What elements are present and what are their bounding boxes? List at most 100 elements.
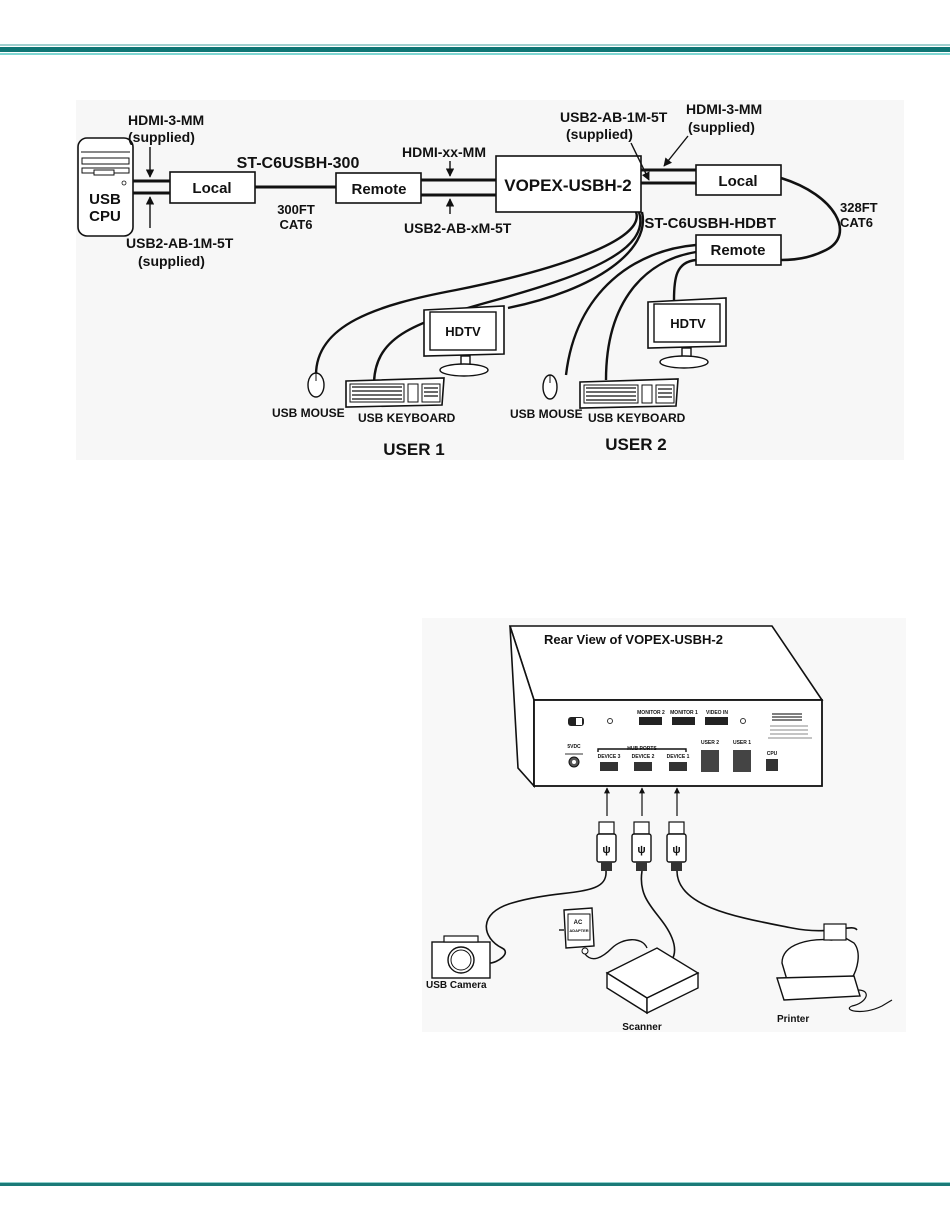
svg-text:ψ: ψ	[672, 844, 680, 856]
vopex-usbh-2-label: VOPEX-USBH-2	[504, 176, 632, 195]
remote-unit-2	[695, 234, 782, 266]
cpu-port-label: CPU	[767, 751, 778, 757]
user1-mouse-label: USB MOUSE	[272, 406, 345, 420]
manufacturer-logo	[768, 713, 812, 739]
hdmi-port-monitor1	[672, 717, 695, 725]
user2-hdtv-label: HDTV	[670, 316, 706, 331]
hdmi-right-label: HDMI-3-MM	[686, 101, 762, 117]
extender-2-model: ST-C6USBH-HDBT	[644, 215, 776, 232]
header-rule-line	[0, 44, 950, 46]
dc-power-jack-icon	[565, 753, 583, 768]
svg-text:ψ: ψ	[602, 844, 610, 856]
user2-mouse-cable	[564, 243, 697, 376]
hub-ports-label: HUB PORTS	[627, 746, 657, 752]
usb-left-sublabel: (supplied)	[138, 253, 205, 269]
usb-port-user2	[701, 750, 719, 772]
usb-cpu-icon	[77, 137, 134, 237]
hdtv-icon	[647, 297, 727, 369]
scanner-icon	[605, 947, 700, 1015]
user1-hdtv-cable	[507, 211, 645, 310]
hdmi-mid-label: HDMI-xx-MM	[402, 144, 486, 160]
hdmi-left-sublabel: (supplied)	[128, 129, 195, 145]
local-unit-1	[169, 171, 256, 204]
keyboard-icon	[345, 377, 445, 408]
mouse-icon	[307, 372, 325, 398]
cat6-cable-curved	[780, 176, 842, 262]
remote-unit-1-label: Remote	[351, 181, 406, 198]
footer-rule-line	[0, 1182, 950, 1183]
two-user-connection-diagram: USB CPU HDMI-3-MM (supplied) USB2-AB-1M-…	[76, 100, 904, 460]
power-switch-icon	[568, 717, 584, 726]
device2-port-label: DEVICE 2	[632, 754, 655, 760]
camera-cable	[485, 870, 607, 964]
usb-b-port-cpu	[766, 759, 778, 771]
hdmi-port-monitor2	[639, 717, 662, 725]
user1-keyboard-cable	[372, 211, 642, 383]
user2-title: USER 2	[605, 435, 666, 454]
keyboard-icon	[579, 378, 679, 409]
printer-icon	[776, 923, 861, 1001]
connection-diagram-svg: USB CPU HDMI-3-MM (supplied) USB2-AB-1M-…	[77, 101, 878, 459]
user1-title: USER 1	[383, 440, 444, 459]
usb-mid-label: USB2-AB-xM-5T	[404, 220, 512, 236]
usb-plug-icon: ψ	[666, 821, 687, 871]
user1-keyboard-label: USB KEYBOARD	[358, 411, 456, 425]
rear-view-title: Rear View of VOPEX-USBH-2	[544, 632, 723, 647]
usb-plug-icon: ψ	[596, 821, 617, 871]
printer-label: Printer	[777, 1014, 809, 1025]
usb-left-label: USB2-AB-1M-5T	[126, 235, 234, 251]
user1-mouse-cable	[314, 211, 638, 376]
cpu-label-line2: CPU	[89, 208, 121, 225]
usb-port-device1	[669, 762, 687, 771]
hub-ports-bracket	[597, 748, 687, 752]
local-unit-2	[695, 164, 782, 196]
arrow-icon	[630, 142, 650, 181]
monitor1-port-label: MONITOR 1	[670, 710, 698, 716]
mouse-icon	[542, 374, 558, 400]
cpu-label-line1: USB	[89, 191, 121, 208]
usb-plug-icon: ψ	[631, 821, 652, 871]
remote-unit-2-label: Remote	[710, 242, 765, 259]
printer-power-cord	[848, 989, 893, 1013]
cable-2-length: 328FT	[840, 200, 878, 215]
led-indicator	[607, 718, 613, 724]
camera-label: USB Camera	[426, 980, 487, 991]
cable-1-length: 300FT	[277, 202, 315, 217]
led-indicator	[740, 718, 746, 724]
scanner-label: Scanner	[622, 1022, 662, 1032]
hdmi-right-sublabel: (supplied)	[688, 119, 755, 135]
arrow-icon	[663, 135, 689, 167]
adapter-cable	[584, 939, 648, 960]
user1-port-label: USER 1	[733, 740, 751, 746]
rear-view-svg: Rear View of VOPEX-USBH-2 MONITOR 2 MONI…	[426, 625, 893, 1033]
user2-keyboard-label: USB KEYBOARD	[588, 411, 686, 425]
adapter-label-line1: AC	[574, 920, 583, 926]
user2-port-label: USER 2	[701, 740, 719, 746]
user2-mouse-label: USB MOUSE	[510, 407, 583, 421]
remote-unit-1	[335, 172, 422, 204]
user2-keyboard-cable	[604, 250, 697, 381]
device3-port-label: DEVICE 3	[598, 754, 621, 760]
svg-text:ψ: ψ	[637, 844, 645, 856]
usb-port-user1	[733, 750, 751, 772]
usb-right-label: USB2-AB-1M-5T	[560, 109, 668, 125]
vopex-usbh-2-unit	[495, 155, 642, 213]
usb-camera-icon	[431, 935, 491, 979]
header-rule-line	[0, 53, 950, 55]
user1-hdtv-label: HDTV	[445, 324, 481, 339]
printer-cable	[676, 870, 858, 932]
usb-port-device3	[600, 762, 618, 771]
video-in-port-label: VIDEO IN	[706, 710, 728, 716]
rear-view-diagram: Rear View of VOPEX-USBH-2 MONITOR 2 MONI…	[422, 618, 906, 1033]
local-unit-2-label: Local	[718, 173, 757, 190]
local-unit-1-label: Local	[192, 180, 231, 197]
device1-port-label: DEVICE 1	[667, 754, 690, 760]
user2-hdtv-cable	[672, 258, 697, 301]
hdtv-icon	[423, 305, 505, 377]
header-rule	[0, 44, 950, 56]
header-rule-line	[0, 47, 950, 52]
footer-rule	[0, 1182, 950, 1186]
power-port-label: 5VDC	[567, 744, 581, 750]
extender-1-model: ST-C6USBH-300	[237, 155, 360, 172]
usb-port-device2	[634, 762, 652, 771]
